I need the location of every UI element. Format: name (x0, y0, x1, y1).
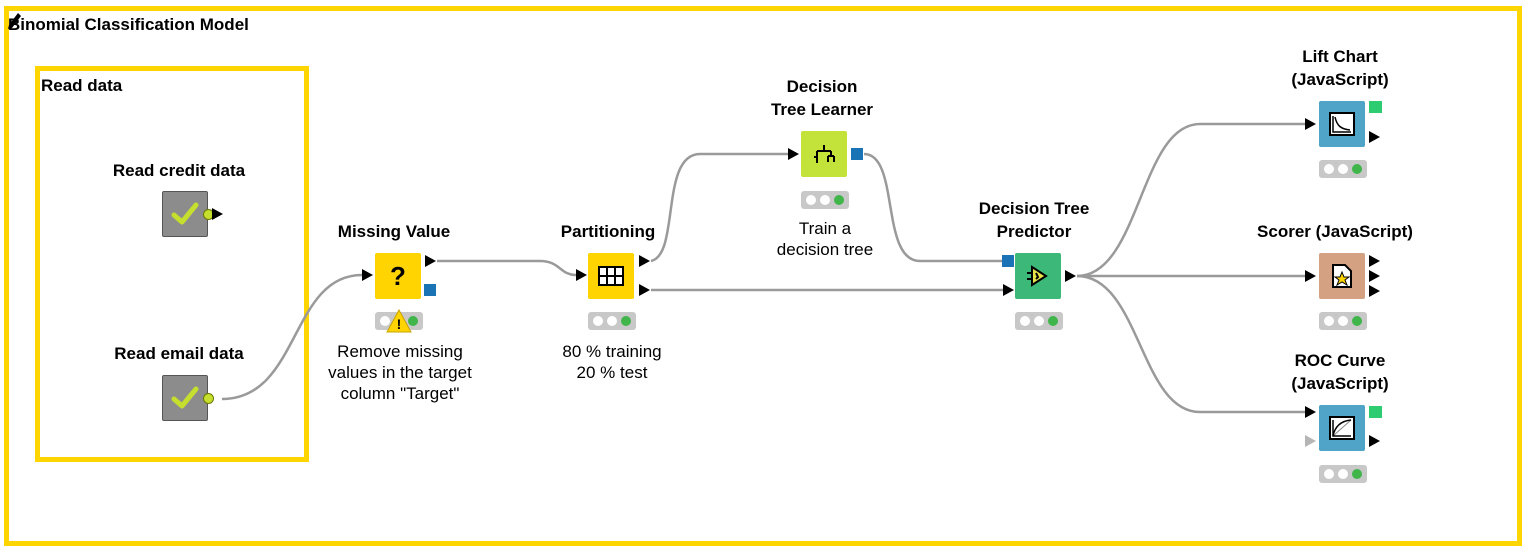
roc-curve-optional-in-port[interactable] (1305, 435, 1316, 447)
dt-predictor-node[interactable] (1015, 253, 1061, 299)
edit-pencil-icon[interactable] (6, 10, 22, 30)
scorer-status (1319, 312, 1367, 330)
read-data-annotation[interactable] (35, 66, 309, 462)
wire-email-to-missing (221, 273, 363, 401)
wire-partition-to-learner (650, 152, 790, 263)
wire-predictor-to-roc (1076, 274, 1305, 414)
scorer-out-port-3[interactable] (1369, 285, 1380, 297)
dt-predictor-title: Decision Tree Predictor (978, 199, 1090, 241)
partitioning-out-port-test[interactable] (639, 284, 650, 296)
partitioning-in-port[interactable] (576, 269, 587, 281)
missing-value-model-port[interactable] (424, 284, 436, 296)
missing-value-note: Remove missing values in the target colu… (328, 342, 472, 403)
scorer-node[interactable] (1319, 253, 1365, 299)
partitioning-note: 80 % training 20 % test (562, 342, 662, 382)
wire-learner-to-predictor (863, 152, 1002, 263)
roc-curve-icon (1319, 405, 1365, 451)
read-email-title: Read email data (114, 344, 244, 363)
warning-icon[interactable]: ! (386, 308, 412, 333)
question-icon: ? (390, 260, 406, 291)
dt-predictor-model-in-port[interactable] (1002, 255, 1014, 267)
lift-chart-out-port[interactable] (1369, 131, 1380, 143)
read-credit-node[interactable] (162, 191, 208, 237)
scorer-icon (1319, 253, 1365, 299)
roc-curve-title: ROC Curve (JavaScript) (1291, 351, 1389, 393)
check-icon (163, 192, 207, 236)
lift-chart-title: Lift Chart (JavaScript) (1291, 47, 1389, 89)
read-email-node[interactable] (162, 375, 208, 421)
dt-predictor-data-in-port[interactable] (1003, 284, 1014, 296)
predictor-icon (1015, 253, 1061, 299)
roc-curve-status (1319, 465, 1367, 483)
scorer-title: Scorer (JavaScript) (1257, 222, 1413, 241)
roc-curve-in-port[interactable] (1305, 406, 1316, 418)
missing-value-out-port[interactable] (425, 255, 436, 267)
dt-learner-node[interactable] (801, 131, 847, 177)
wire-predictor-to-lift (1076, 122, 1305, 278)
workflow-annotation[interactable] (4, 6, 1522, 546)
dt-learner-model-port[interactable] (851, 148, 863, 160)
roc-curve-node[interactable] (1319, 405, 1365, 451)
svg-text:!: ! (397, 316, 402, 332)
read-credit-out-arrow (212, 208, 223, 220)
partitioning-title: Partitioning (560, 222, 656, 241)
scorer-out-port-2[interactable] (1369, 270, 1380, 282)
partitioning-status (588, 312, 636, 330)
missing-value-in-port[interactable] (362, 269, 373, 281)
lift-chart-in-port[interactable] (1305, 118, 1316, 130)
wire-missing-to-partition (437, 259, 577, 277)
lift-chart-node[interactable] (1319, 101, 1365, 147)
dt-learner-status (801, 191, 849, 209)
scorer-out-port-1[interactable] (1369, 255, 1380, 267)
roc-curve-image-port[interactable] (1369, 406, 1382, 418)
dt-predictor-out-port[interactable] (1065, 270, 1076, 282)
lift-chart-status (1319, 160, 1367, 178)
partitioning-out-port-train[interactable] (639, 255, 650, 267)
partition-icon (588, 253, 634, 299)
lift-chart-icon (1319, 101, 1365, 147)
scorer-in-port[interactable] (1305, 270, 1316, 282)
missing-value-node[interactable]: ? (375, 253, 421, 299)
read-email-out-port[interactable] (203, 393, 214, 404)
lift-chart-image-port[interactable] (1369, 101, 1382, 113)
roc-curve-out-port[interactable] (1369, 435, 1380, 447)
workflow-title: Binomial Classification Model (8, 15, 249, 34)
check-icon (163, 376, 207, 420)
missing-value-title: Missing Value (337, 222, 451, 241)
dt-predictor-status (1015, 312, 1063, 330)
dt-learner-title: Decision Tree Learner (770, 77, 874, 119)
dt-learner-in-port[interactable] (788, 148, 799, 160)
read-credit-title: Read credit data (112, 161, 246, 180)
read-data-title: Read data (41, 76, 123, 95)
tree-icon (801, 131, 847, 177)
partitioning-node[interactable] (588, 253, 634, 299)
dt-learner-note: Train a decision tree (776, 219, 874, 259)
